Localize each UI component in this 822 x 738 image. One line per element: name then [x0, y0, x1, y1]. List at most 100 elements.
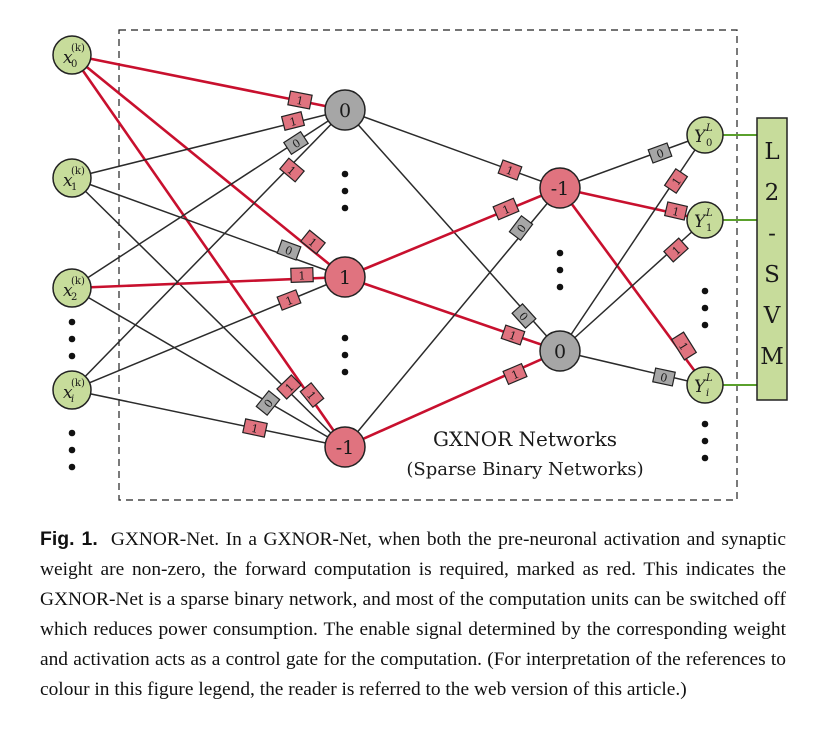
hidden1-node-1: 1	[324, 256, 366, 298]
weight-tag: 1	[663, 237, 689, 263]
svg-text:1: 1	[510, 368, 522, 383]
diagram-title: GXNOR Networks	[433, 427, 617, 451]
hidden1-to-hidden2-edges	[344, 109, 561, 449]
svg-text:L: L	[705, 208, 713, 219]
weight-tag: 1	[242, 418, 268, 438]
weight-tag: 0	[276, 239, 302, 261]
svg-text:L: L	[705, 373, 713, 384]
svg-text:x: x	[63, 171, 73, 191]
input-node-x0: x (k) 0	[52, 35, 92, 75]
svg-text:-1: -1	[336, 437, 355, 459]
output-ellipsis-1	[701, 287, 709, 329]
edge-x2-hm1	[71, 287, 346, 448]
edge-h0-g1	[344, 109, 561, 189]
hidden1-ellipsis-2	[341, 334, 349, 376]
svg-text:0: 0	[71, 59, 77, 70]
hidden-layer-2: -1 0	[539, 167, 581, 372]
svg-text:Y: Y	[694, 127, 707, 147]
svg-text:1: 1	[706, 223, 712, 234]
edge-h1-g1	[344, 186, 561, 279]
edge-x0-h1	[71, 53, 346, 279]
svg-text:x: x	[63, 48, 73, 68]
edge-g2-yi	[559, 350, 706, 386]
edge-hm1-g2	[344, 349, 561, 449]
weight-tag: 1	[278, 157, 306, 183]
svg-text:1: 1	[501, 203, 513, 218]
weight-tag: 1	[500, 324, 526, 346]
input-ellipsis-2	[68, 429, 76, 471]
svg-text:Y: Y	[694, 212, 707, 232]
diagram-subtitle: (Sparse Binary Networks)	[406, 459, 643, 480]
svg-text:0: 0	[554, 341, 566, 363]
svg-text:1: 1	[507, 329, 518, 344]
weight-tag: 1	[663, 201, 689, 221]
input-to-hidden1-edges	[70, 53, 347, 448]
svg-text:-1: -1	[551, 178, 570, 200]
input-node-xi: x (k) i	[52, 370, 92, 410]
weight-tag: 1	[276, 289, 302, 311]
edge-g2-y0	[559, 134, 706, 352]
svg-text:1: 1	[298, 269, 305, 282]
edge-g2-y1	[559, 219, 706, 352]
output-layer: Y L 0 Y L 1 Y L i	[686, 116, 724, 462]
hidden2-node-0: 0	[539, 330, 581, 372]
input-node-x2: x (k) 2	[52, 268, 92, 308]
weight-tag: 0	[255, 389, 281, 417]
svg-text:x: x	[63, 281, 73, 301]
hidden1-node-0: 0	[324, 89, 366, 131]
weight-tag: 1	[290, 266, 314, 284]
weight-tag: 1	[502, 362, 528, 386]
weight-tag: 1	[497, 159, 523, 181]
svg-text:1: 1	[671, 205, 681, 219]
weight-tag: 1	[663, 167, 689, 195]
edge-xi-hm1	[71, 389, 346, 448]
svm-links	[722, 134, 757, 386]
figure-label: Fig. 1.	[40, 528, 98, 550]
svg-text:1: 1	[295, 94, 304, 108]
svg-text:1: 1	[288, 115, 298, 129]
svg-text:1: 1	[284, 294, 295, 309]
weight-tag: 0	[282, 130, 310, 156]
svg-text:0: 0	[283, 244, 294, 259]
hidden2-node-minus1: -1	[539, 167, 581, 209]
weight-tag: 1	[670, 331, 698, 361]
weight-tag: 1	[299, 381, 325, 409]
svg-text:1: 1	[250, 422, 260, 436]
output-node-y0: Y L 0	[686, 116, 724, 154]
input-ellipsis-1	[68, 318, 76, 360]
weight-tags: 1 1 0 1 0 1 1 1 1 0 1 1 1 1 0 0 1 1 0 1 …	[242, 90, 698, 438]
svg-text:1: 1	[71, 182, 77, 193]
svg-text:(k): (k)	[71, 43, 85, 54]
svg-text:2: 2	[71, 292, 77, 303]
weight-tag: 1	[287, 90, 313, 110]
weight-tag: 0	[647, 142, 673, 164]
weight-tag: 1	[280, 111, 306, 131]
edge-g1-y0	[559, 134, 706, 189]
gxnor-network-diagram: 1 1 0 1 0 1 1 1 1 0 1 1 1 1 0 0 1 1 0 1 …	[52, 29, 788, 501]
svg-text:L: L	[705, 123, 713, 134]
svg-text:(k): (k)	[71, 378, 85, 389]
weight-tag: 1	[299, 229, 327, 255]
svg-text:0: 0	[659, 371, 669, 385]
edge-x1-h1	[71, 177, 346, 278]
input-layer: x (k) 0 x (k) 1 x (k) 2 x (k) i	[52, 35, 92, 471]
output-node-yi: Y L i	[686, 366, 724, 404]
svg-text:x: x	[63, 383, 73, 403]
edge-xi-h0	[71, 109, 346, 391]
network-frame	[118, 29, 738, 501]
weight-tag: 0	[508, 214, 534, 242]
svg-text:1: 1	[339, 267, 351, 289]
svg-text:1: 1	[504, 164, 515, 179]
edge-xi-h1	[71, 276, 346, 391]
hidden1-node-minus1: -1	[324, 426, 366, 468]
svg-text:(k): (k)	[71, 166, 85, 177]
svg-text:(k): (k)	[71, 276, 85, 287]
svg-text:Y: Y	[694, 377, 707, 397]
weight-tag: 1	[492, 197, 520, 221]
svg-text:0: 0	[706, 138, 712, 149]
svg-text:i: i	[706, 388, 709, 399]
hidden2-ellipsis	[556, 249, 564, 291]
weight-tag: 0	[511, 303, 537, 329]
svg-text:i: i	[71, 394, 74, 405]
